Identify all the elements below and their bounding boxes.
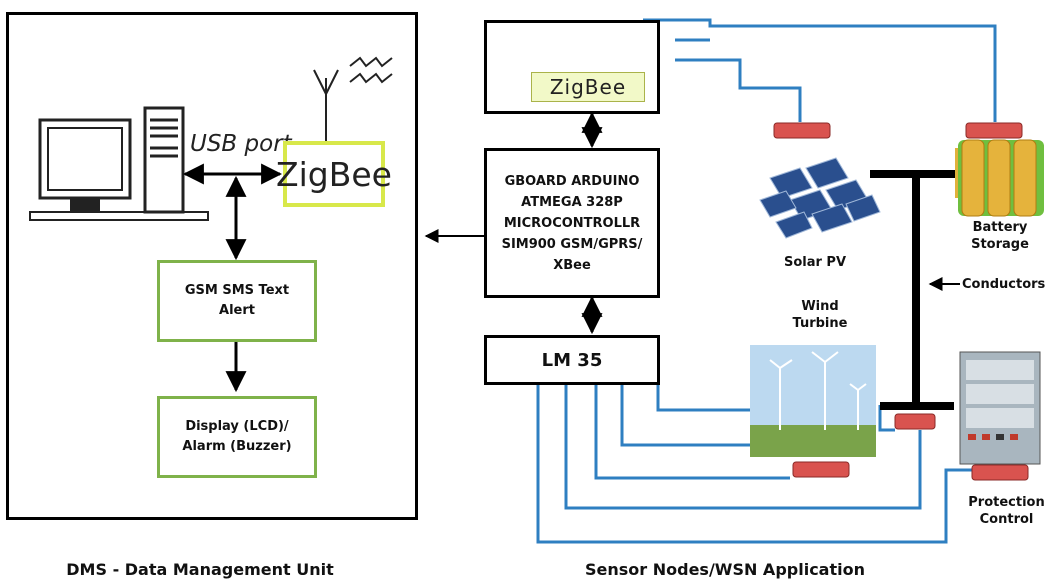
controller-line-5: XBee [553, 257, 591, 273]
controller-line-4: SIM900 GSM/GPRS/ [501, 236, 643, 252]
dms-frame [6, 12, 418, 520]
zigbee-frame-sensor [484, 20, 660, 114]
sensor-caption: Sensor Nodes/WSN Application [585, 560, 865, 579]
zigbee-module-sensor: ZigBee [531, 72, 645, 102]
gsm-line-2: Alert [219, 303, 255, 318]
conductor-bus [870, 170, 960, 410]
solar-panel-icon [759, 157, 881, 239]
sensor-wires [536, 18, 997, 544]
gsm-sms-alert-box: GSM SMS Text Alert [157, 260, 317, 342]
usb-port-label: USB port [190, 131, 292, 157]
protection-control-label: Protection Control [965, 494, 1048, 528]
battery-label-line-1: Battery [972, 220, 1028, 235]
protection-cabinet-image [959, 351, 1041, 465]
zigbee-module-dms: ZigBee [276, 141, 392, 207]
wind-label-line-2: Turbine [792, 316, 848, 331]
wind-turbine-label: Wind Turbine [775, 298, 865, 332]
monitor-icon [29, 118, 209, 221]
battery-storage-label: Battery Storage [960, 219, 1040, 253]
microcontroller-box: GBOARD ARDUINO ATMEGA 328P MICROCONTROLL… [484, 148, 660, 298]
lm35-box: LM 35 [484, 335, 660, 385]
wind-turbine-image [750, 345, 876, 457]
display-line-2: Alarm (Buzzer) [182, 439, 292, 454]
protection-label-line-2: Control [979, 512, 1034, 527]
controller-line-1: GBOARD ARDUINO [504, 173, 640, 189]
gsm-line-1: GSM SMS Text [184, 283, 290, 298]
pc-tower-icon [143, 106, 185, 214]
antenna-icon [313, 56, 393, 141]
display-line-1: Display (LCD)/ [185, 419, 289, 434]
display-alarm-box: Display (LCD)/ Alarm (Buzzer) [157, 396, 317, 478]
dms-caption: DMS - Data Management Unit [66, 560, 334, 579]
controller-line-2: ATMEGA 328P [521, 194, 623, 210]
wind-label-line-1: Wind [801, 299, 839, 314]
protection-label-line-1: Protection [968, 495, 1045, 510]
battery-icon [955, 139, 1044, 217]
solar-pv-label: Solar PV [783, 255, 847, 270]
battery-label-line-2: Storage [971, 237, 1029, 252]
conductors-label: Conductors [962, 277, 1046, 292]
sensor-tags [773, 122, 1029, 481]
controller-line-3: MICROCONTROLLR [503, 215, 641, 231]
